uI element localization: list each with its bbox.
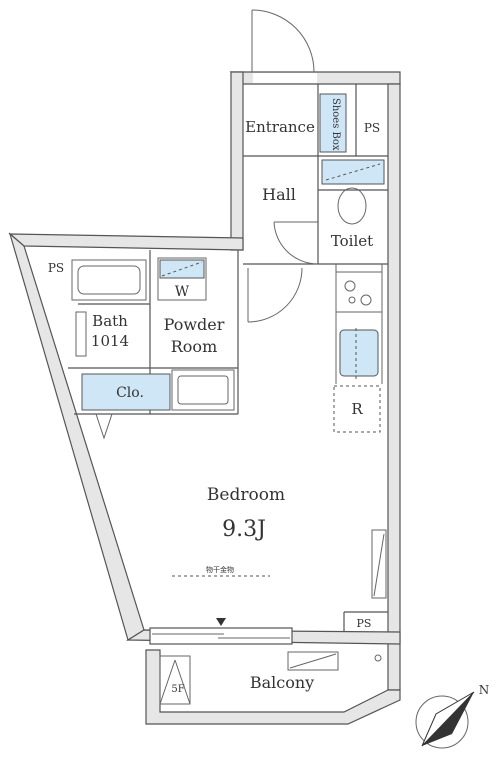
bath-fixture: [75, 311, 87, 357]
interior-walls: [68, 84, 388, 415]
bathtub: [71, 259, 147, 301]
vanity-sink: [171, 369, 235, 411]
ps-left-label: PS: [48, 261, 64, 275]
stove: [335, 271, 383, 313]
shoes-box-label: Shoes Box: [330, 98, 341, 151]
closet[interactable]: [81, 373, 171, 411]
balcony-label: Balcony: [250, 673, 314, 692]
powder-room-label-2: Room: [171, 337, 217, 356]
toilet-bowl: [337, 187, 367, 225]
powder-room-door[interactable]: [247, 267, 303, 323]
hall-label: Hall: [262, 185, 296, 204]
toilet-tank: [321, 159, 385, 185]
entrance-label: Entrance: [245, 118, 315, 136]
bath-size: 1014: [91, 332, 129, 350]
kitchen-sink: [339, 329, 379, 377]
bath-label: Bath: [92, 312, 128, 330]
wall-storage: [371, 529, 387, 599]
north-label: N: [479, 683, 490, 697]
toilet-label: Toilet: [331, 232, 373, 250]
main-entrance-marker: [216, 618, 226, 626]
bedroom-label: Bedroom: [207, 485, 285, 505]
powder-room-label-1: Powder: [164, 315, 225, 334]
compass-circle: [415, 695, 469, 749]
closet-door[interactable]: [95, 413, 113, 440]
entrance-door[interactable]: [251, 9, 315, 73]
outdoor-unit: [287, 651, 339, 671]
bedroom-size: 9.3J: [222, 517, 266, 542]
washer-space: [157, 257, 207, 301]
drain: [374, 654, 382, 662]
balcony-sliding-door[interactable]: [149, 627, 293, 645]
washer-label: W: [175, 284, 190, 300]
floor-marker-box: [159, 655, 191, 705]
hall-door[interactable]: [273, 221, 319, 265]
entrance-opening: [253, 73, 317, 83]
floor-label: 5F: [171, 684, 184, 695]
refrigerator-label: R: [351, 400, 363, 418]
clothes-dryer-label: 物干金物: [206, 565, 234, 574]
shoes-box-cabinet: [319, 93, 347, 153]
closet-label: Clo.: [116, 385, 144, 401]
ps-top-label: PS: [364, 121, 380, 135]
refrigerator-space: [333, 385, 381, 433]
ps-bottom-label: PS: [357, 617, 372, 630]
compass: N: [415, 683, 490, 749]
